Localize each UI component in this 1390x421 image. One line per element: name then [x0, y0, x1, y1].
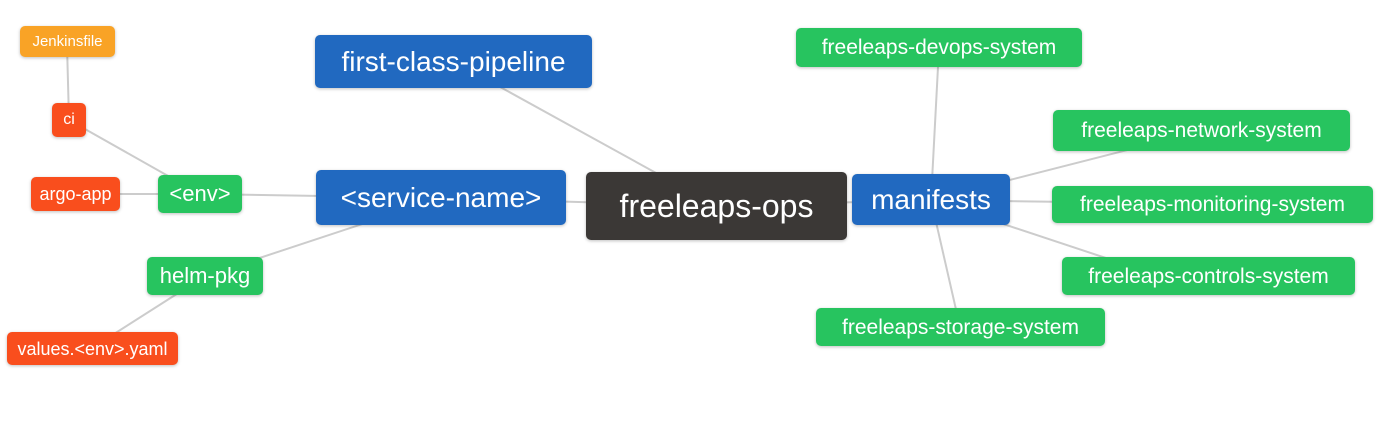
node-first-class-pipeline[interactable]: first-class-pipeline	[315, 35, 592, 88]
node-freeleaps-network-system[interactable]: freeleaps-network-system	[1053, 110, 1350, 151]
node-freeleaps-devops-system[interactable]: freeleaps-devops-system	[796, 28, 1082, 67]
node-jenkinsfile[interactable]: Jenkinsfile	[20, 26, 115, 57]
node-argo-app[interactable]: argo-app	[31, 177, 120, 211]
node-root-freeleaps-ops[interactable]: freeleaps-ops	[586, 172, 847, 240]
node-ci[interactable]: ci	[52, 103, 86, 137]
node-values-env-yaml[interactable]: values.<env>.yaml	[7, 332, 178, 365]
node-helm-pkg[interactable]: helm-pkg	[147, 257, 263, 295]
node-freeleaps-controls-system[interactable]: freeleaps-controls-system	[1062, 257, 1355, 295]
node-env[interactable]: <env>	[158, 175, 242, 213]
node-freeleaps-monitoring-system[interactable]: freeleaps-monitoring-system	[1052, 186, 1373, 223]
node-service-name[interactable]: <service-name>	[316, 170, 566, 225]
node-freeleaps-storage-system[interactable]: freeleaps-storage-system	[816, 308, 1105, 346]
node-manifests[interactable]: manifests	[852, 174, 1010, 225]
